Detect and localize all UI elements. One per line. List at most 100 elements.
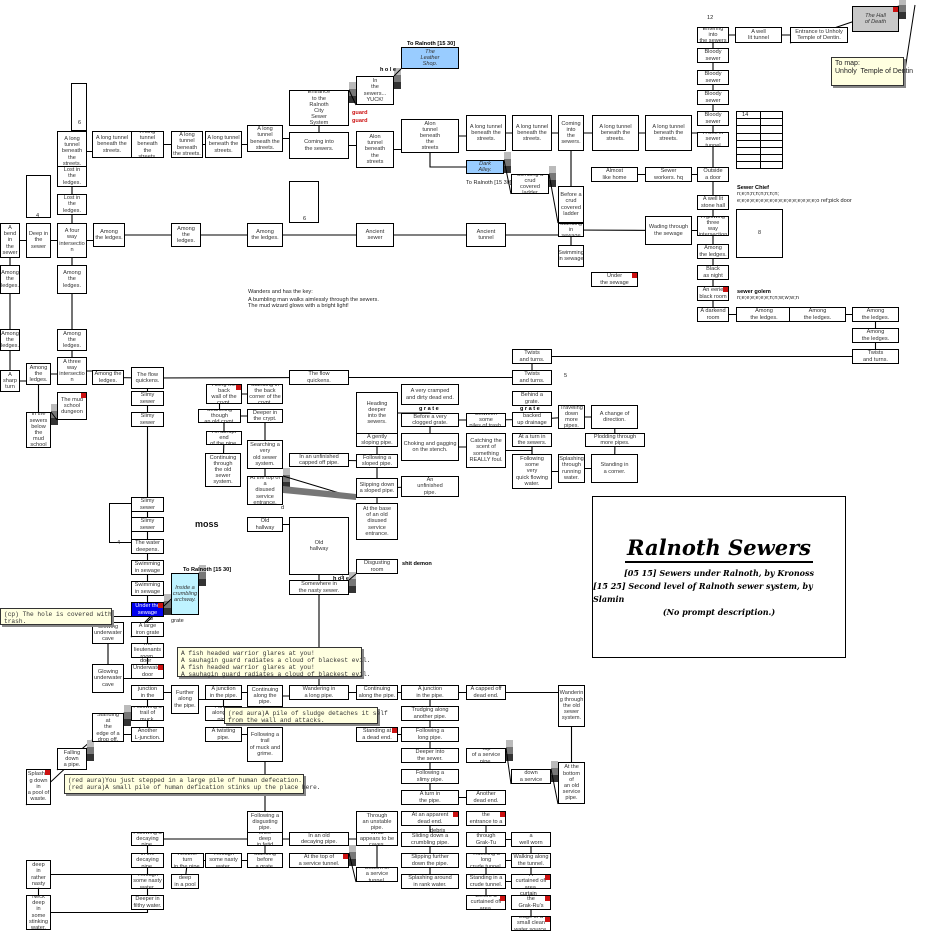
- map-room[interactable]: Bloody sewer: [697, 90, 729, 105]
- map-room[interactable]: Slimy sewer: [131, 391, 164, 406]
- map-room[interactable]: Continuing along the pipe.: [356, 685, 398, 700]
- map-room[interactable]: Sewer workers. hq: [645, 167, 692, 182]
- map-room[interactable]: Among the ledges.: [93, 223, 125, 247]
- map-room[interactable]: Heading deeper into the sewers.: [356, 392, 398, 434]
- map-room[interactable]: Through some nasty water.: [131, 874, 164, 889]
- map-room[interactable]: Slimy sewer: [131, 497, 164, 512]
- map-room[interactable]: Old hallway: [247, 517, 283, 532]
- map-room[interactable]: Under the sewage: [131, 602, 164, 617]
- map-room[interactable]: Lost in the ledges.: [57, 194, 87, 215]
- map-room[interactable]: Following a sloped pipe.: [356, 454, 398, 468]
- map-room[interactable]: Searching though an old crypt.: [198, 409, 241, 423]
- map-room[interactable]: Following some very quick flowing water.: [512, 454, 552, 489]
- map-room[interactable]: Entering into the sewers: [697, 27, 729, 43]
- map-room[interactable]: Along the back wall of the crypt.: [206, 384, 242, 404]
- map-room[interactable]: At the top of a disused service entrance…: [247, 476, 283, 505]
- map-room[interactable]: Old hallway: [289, 517, 349, 575]
- empty-room[interactable]: 8: [736, 209, 783, 258]
- map-room[interactable]: In the sewers... YUCK!: [356, 76, 394, 105]
- map-room[interactable]: Among the ledges.: [57, 265, 87, 294]
- map-room[interactable]: At the bottom of an old service pipe.: [558, 762, 585, 804]
- map-room[interactable]: A glowing three way intersection: [697, 216, 729, 236]
- map-room[interactable]: Twists and turns.: [512, 370, 552, 385]
- empty-room[interactable]: [289, 181, 319, 223]
- map-room[interactable]: An abrupt end of the pipe.: [206, 431, 242, 445]
- map-room[interactable]: Disgusting room: [356, 559, 398, 574]
- map-room[interactable]: Splashin g down in a pool of waste.: [26, 769, 51, 805]
- map-room[interactable]: Lost in the ledges.: [57, 166, 87, 187]
- map-room[interactable]: Among the ledges.: [171, 223, 201, 247]
- map-room[interactable]: A T- junction in the sewer.: [131, 685, 164, 700]
- map-room[interactable]: Wandering through Grak-Tu caves.: [466, 832, 506, 847]
- map-room[interactable]: A long tunnel beneath the streets.: [592, 115, 639, 151]
- map-room[interactable]: Edge of a small clean water source.: [511, 916, 551, 931]
- map-room[interactable]: Another turn in the pipe.: [171, 853, 204, 868]
- map-room[interactable]: A curtained off area.: [511, 874, 551, 889]
- map-room[interactable]: Slipping down a sloped pipe.: [356, 478, 398, 498]
- map-room[interactable]: Before a curtained off area.: [466, 895, 506, 910]
- map-note[interactable]: (red aura)You just stepped in a large pi…: [64, 774, 321, 794]
- map-room[interactable]: Splashing through running water.: [558, 454, 585, 483]
- map-room[interactable]: In an unfinished capped off pipe.: [289, 453, 349, 467]
- map-room[interactable]: Swimming in sewage: [558, 245, 584, 267]
- map-room[interactable]: An unfinished pipe.: [401, 476, 459, 497]
- empty-room[interactable]: [108, 616, 131, 619]
- map-room[interactable]: At a turn in the sewers.: [512, 433, 552, 447]
- map-room[interactable]: A long tunnel beneath the streets.: [131, 131, 164, 158]
- map-room[interactable]: Alon tunnel beneath the streets: [356, 131, 394, 168]
- map-room[interactable]: A long tunnel beneath the streets.: [247, 125, 283, 152]
- map-room[interactable]: Slimy sewer: [131, 517, 164, 532]
- map-room[interactable]: Among the ledges.: [57, 329, 87, 351]
- map-room[interactable]: Among the ledges.: [247, 223, 283, 247]
- map-room[interactable]: Inside a crumbling archway.: [171, 573, 199, 615]
- map-room[interactable]: Deeper in the crypt.: [247, 409, 283, 423]
- map-note[interactable]: (red aura)A pile of sludge detaches it s…: [224, 707, 388, 724]
- map-room[interactable]: Standing at the entrance to a large cave…: [466, 811, 506, 826]
- map-room[interactable]: Standing in a crude tunnel.: [466, 874, 506, 889]
- map-room[interactable]: Neck deep in some stinking water.: [26, 895, 51, 930]
- map-room[interactable]: Swimming in sewage: [131, 581, 164, 596]
- map-room[interactable]: Slimy sewer: [131, 412, 164, 427]
- map-room[interactable]: A very cramped and dirty dead end.: [401, 384, 459, 405]
- map-room[interactable]: A three way intersectio n: [57, 357, 87, 385]
- map-room[interactable]: A long tunnel beneath the streets.: [57, 131, 87, 172]
- map-room[interactable]: In the sewers below the mud school: [26, 412, 51, 448]
- empty-room[interactable]: [109, 503, 132, 543]
- map-room[interactable]: The water deepens.: [131, 539, 164, 554]
- map-room[interactable]: A junction in the pipe.: [401, 685, 459, 700]
- map-room[interactable]: Entrance to Unholy Temple of Dentin.: [790, 27, 848, 43]
- map-room[interactable]: Splashing around in rank water.: [401, 874, 459, 889]
- map-room[interactable]: Swimming in sewage: [131, 560, 164, 575]
- map-room[interactable]: Deep in the sewer: [26, 223, 51, 258]
- map-room[interactable]: Twists and turns.: [852, 349, 899, 364]
- map-room[interactable]: Between some piles of trash.: [466, 413, 506, 427]
- map-room[interactable]: Entrance to the Ralnoth City Sewer Syste…: [289, 90, 349, 126]
- map-room[interactable]: Walking along the tunnel.: [511, 853, 551, 868]
- map-room[interactable]: Trudging along another pipe.: [401, 706, 459, 721]
- map-room[interactable]: Catching the scent of something REALLY f…: [466, 433, 506, 468]
- map-room[interactable]: Following a long pipe.: [401, 727, 459, 742]
- map-room[interactable]: Waste deep in rather nasty water.: [26, 860, 51, 889]
- map-room[interactable]: Before a very clogged grate.: [401, 413, 459, 427]
- map-room[interactable]: At the top of a service tunnel.: [289, 853, 349, 868]
- map-room[interactable]: Standing at a dead end.: [356, 727, 398, 742]
- map-room[interactable]: Glowing underwater cave: [92, 622, 124, 644]
- map-room[interactable]: A gently sloping pipe.: [356, 433, 398, 447]
- map-room[interactable]: A four way intersectio n: [57, 223, 87, 258]
- map-room[interactable]: Waist deep in a pool of water.: [171, 874, 199, 889]
- map-room[interactable]: Climbing a crud covered ladder: [511, 174, 549, 194]
- map-room[interactable]: Standing in sewage: [558, 223, 584, 237]
- map-room[interactable]: Traveling a long crude tunnel.: [466, 853, 506, 868]
- map-room[interactable]: At the base of an old disused service en…: [356, 503, 398, 540]
- map-room[interactable]: The mud school dungeon: [57, 392, 87, 420]
- map-note[interactable]: A fish headed warrior glares at you! A s…: [177, 647, 370, 678]
- map-room[interactable]: Following a trail of muck and grime.: [247, 727, 283, 762]
- map-room[interactable]: A junction in the pipe.: [205, 685, 242, 700]
- map-room[interactable]: Among the ledges.: [697, 244, 729, 259]
- map-room[interactable]: Standing at the edge of a drop off.: [92, 713, 124, 742]
- map-room[interactable]: Another dead end.: [466, 790, 506, 805]
- map-room[interactable]: A darkend room: [697, 307, 729, 322]
- map-room[interactable]: In the decaying pipe.: [131, 853, 164, 868]
- map-room[interactable]: Searching a very old sewer system.: [247, 440, 283, 469]
- empty-room[interactable]: [71, 83, 87, 131]
